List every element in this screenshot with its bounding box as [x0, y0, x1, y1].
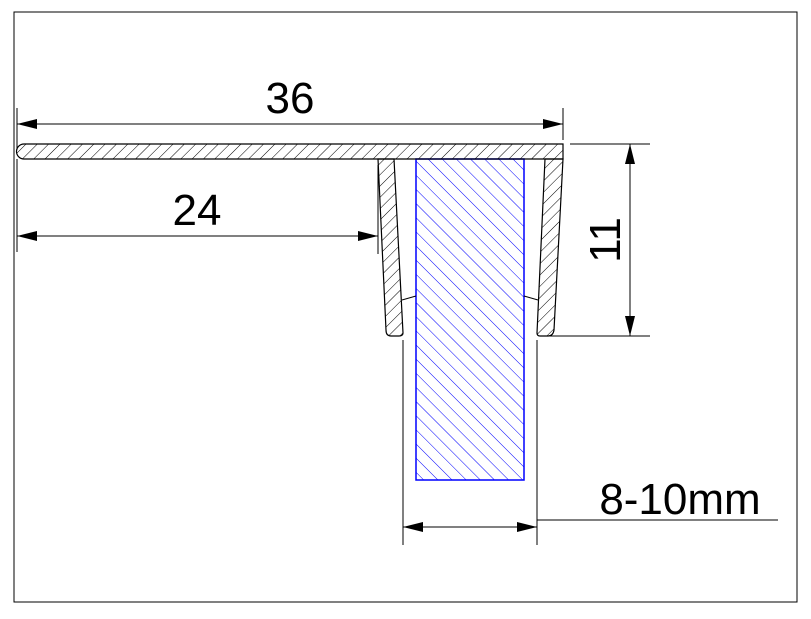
right-seal-lip — [523, 295, 539, 301]
dimension-36-label: 36 — [266, 74, 315, 123]
dimension-11-label: 11 — [581, 217, 630, 263]
dimension-24-label: 24 — [173, 186, 222, 235]
profile-right-leg — [536, 158, 564, 337]
dimension-glass-thickness-label: 8-10mm — [599, 475, 760, 524]
profile-left-leg — [377, 158, 404, 337]
dimension-36 — [16, 108, 564, 150]
dimension-24 — [16, 159, 379, 254]
profile-flange — [15, 143, 564, 160]
glass-panel — [415, 158, 525, 481]
left-seal-lip — [401, 295, 417, 301]
dimension-glass-thickness — [402, 340, 778, 545]
drawing-frame — [13, 11, 798, 603]
dimension-11 — [545, 143, 650, 337]
